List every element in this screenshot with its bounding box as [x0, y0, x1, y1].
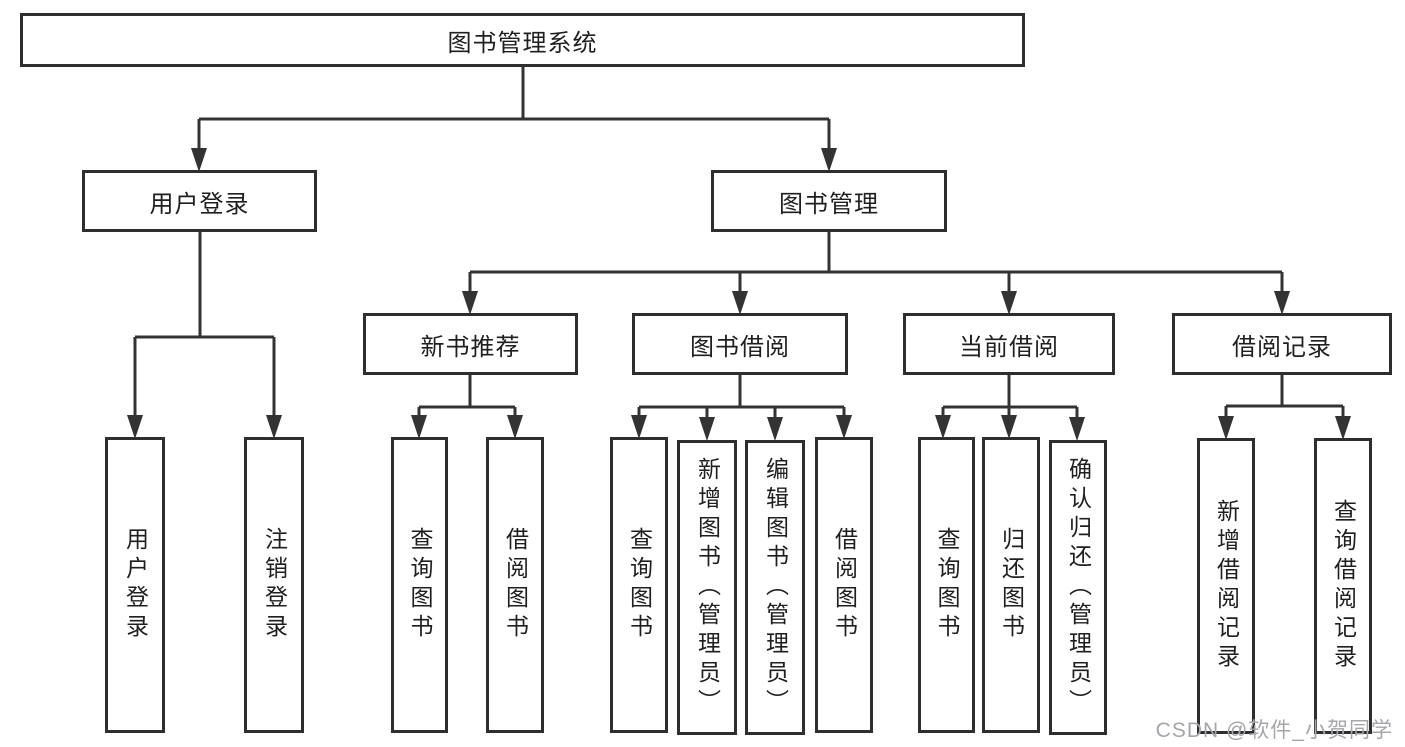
leaf-current-query-label: 查询图书: [934, 527, 960, 643]
leaf-record-add-label: 新增借阅记录: [1213, 499, 1240, 673]
leaf-newbook-query: 查询图书: [391, 437, 448, 733]
leaf-user-login: 用户登录: [105, 437, 165, 733]
leaf-bookborrow-borrow: 借阅图书: [815, 437, 873, 733]
leaf-current-confirm: 确认归还（管理员）: [1049, 440, 1107, 735]
node-book-borrow-label: 图书借阅: [690, 333, 790, 361]
node-new-book: 新书推荐: [363, 313, 578, 375]
leaf-record-query: 查询借阅记录: [1314, 438, 1372, 734]
node-current-borrow: 当前借阅: [903, 313, 1115, 375]
node-root: 图书管理系统: [20, 13, 1025, 67]
leaf-bookborrow-add-label: 新增图书（管理员）: [694, 457, 721, 718]
leaf-newbook-borrow-label: 借阅图书: [502, 527, 529, 643]
leaf-bookborrow-borrow-label: 借阅图书: [831, 527, 858, 643]
leaf-record-add: 新增借阅记录: [1197, 438, 1255, 734]
leaf-bookborrow-query-label: 查询图书: [626, 527, 653, 643]
leaf-bookborrow-edit: 编辑图书（管理员）: [745, 440, 805, 735]
leaf-record-query-label: 查询借阅记录: [1330, 499, 1357, 673]
leaf-current-return-label: 归还图书: [998, 527, 1025, 643]
leaf-user-login-label: 用户登录: [122, 527, 149, 643]
leaf-current-confirm-label: 确认归还（管理员）: [1065, 457, 1092, 718]
node-current-borrow-label: 当前借阅: [959, 333, 1059, 361]
leaf-bookborrow-query: 查询图书: [610, 437, 668, 733]
leaf-bookborrow-edit-label: 编辑图书（管理员）: [762, 457, 789, 718]
node-borrow-record-label: 借阅记录: [1232, 333, 1332, 361]
leaf-newbook-borrow: 借阅图书: [486, 437, 544, 733]
csdn-watermark: CSDN @软件_小贺同学: [1155, 719, 1393, 742]
leaf-logout: 注销登录: [244, 437, 304, 733]
node-book-borrow: 图书借阅: [632, 313, 848, 375]
node-root-label: 图书管理系统: [447, 29, 598, 57]
leaf-current-query: 查询图书: [918, 437, 975, 733]
leaf-newbook-query-label: 查询图书: [407, 527, 433, 643]
node-book-mgmt-label: 图书管理: [779, 190, 879, 218]
leaf-current-return: 归还图书: [982, 437, 1040, 733]
node-user-login: 用户登录: [82, 170, 317, 232]
node-book-mgmt: 图书管理: [711, 170, 947, 232]
arrowhead-icons: [127, 148, 1351, 441]
node-borrow-record: 借阅记录: [1172, 313, 1392, 375]
node-new-book-label: 新书推荐: [420, 333, 521, 361]
leaf-bookborrow-add: 新增图书（管理员）: [677, 440, 737, 735]
leaf-logout-label: 注销登录: [261, 527, 288, 643]
node-user-login-label: 用户登录: [149, 190, 250, 218]
